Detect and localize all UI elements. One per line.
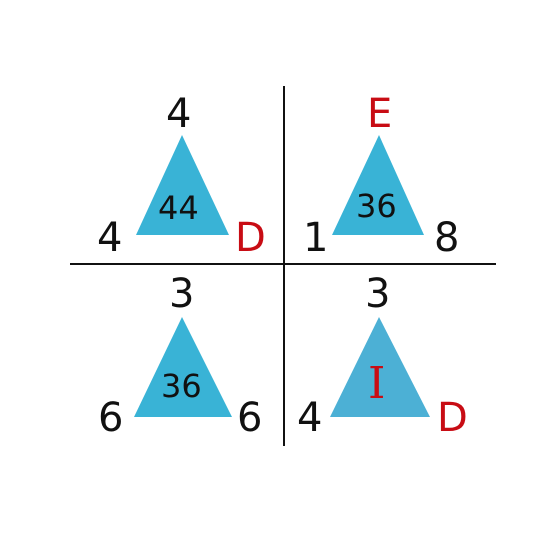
bottom-left-left-number: 6: [98, 395, 124, 441]
bottom-right-top-number: 3: [365, 271, 391, 317]
quadrant-bottom-left: 3 6 6 36: [90, 274, 290, 449]
bottom-left-top-number: 3: [169, 271, 195, 317]
top-left-left-number: 4: [97, 215, 123, 261]
bottom-right-right-letter: D: [437, 395, 468, 441]
bottom-right-left-number: 4: [297, 395, 323, 441]
top-left-top-number: 4: [166, 91, 192, 137]
top-left-center-number: 44: [158, 189, 199, 227]
bottom-right-missing-value: I: [368, 358, 386, 409]
top-right-left-number: 1: [303, 215, 329, 261]
triangle-top-right: [332, 135, 424, 235]
top-right-center-number: 36: [356, 187, 397, 225]
bottom-left-right-number: 6: [237, 395, 263, 441]
horizontal-divider: [70, 263, 496, 265]
bottom-left-center-number: 36: [161, 367, 202, 405]
vertical-divider: [283, 86, 285, 446]
triangle-top-left: [136, 135, 229, 235]
quadrant-bottom-right: 3 4 D I: [291, 274, 491, 449]
triangle-bottom-right: [330, 317, 430, 417]
quadrant-top-right: E 1 8 36: [291, 92, 491, 267]
top-right-top-letter: E: [367, 91, 393, 137]
top-left-right-letter: D: [235, 215, 266, 261]
quadrant-top-left: 4 4 D 44: [90, 92, 290, 267]
top-right-right-number: 8: [434, 215, 460, 261]
triangle-bottom-left: [134, 317, 232, 417]
